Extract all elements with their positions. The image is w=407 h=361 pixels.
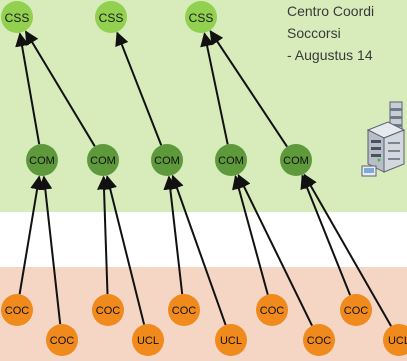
coc-node: COC — [340, 294, 372, 326]
edge-com1-to-css1 — [15, 32, 41, 145]
edge-l5-to-com3 — [163, 175, 184, 295]
edge-l10-to-com5 — [303, 173, 392, 327]
edge-com3-to-css2 — [115, 31, 163, 146]
coc-node: COC — [92, 294, 124, 326]
edge-l3-to-com2 — [97, 175, 112, 295]
com-node-circle — [215, 144, 247, 176]
css-node-label: CSS — [5, 11, 30, 25]
com-node: COM — [215, 144, 247, 176]
com-node: COM — [87, 144, 119, 176]
css-node-circle — [1, 1, 33, 33]
ucl-node-label: UCL — [220, 335, 242, 347]
css-node-label: CSS — [99, 11, 124, 25]
com-node: COM — [151, 144, 183, 176]
caption-line-2: Soccorsi — [287, 25, 341, 41]
coc-node-label: COC — [344, 305, 369, 317]
caption-line-1: Centro Coordi — [287, 3, 375, 19]
coc-node-circle — [46, 324, 78, 356]
edge-com4-to-css3 — [200, 32, 229, 145]
css-node: CSS — [1, 1, 33, 33]
com-node-circle — [151, 144, 183, 176]
com-node-label: COM — [218, 155, 244, 167]
edge-l9-to-com5 — [300, 174, 352, 296]
coc-node-circle — [168, 294, 200, 326]
coc-node-circle — [256, 294, 288, 326]
css-node-circle — [95, 1, 127, 33]
coc-node-label: COC — [260, 305, 285, 317]
com-node-label: COM — [29, 155, 55, 167]
ucl-node-circle — [132, 324, 164, 356]
ucl-node-label: UCL — [137, 335, 159, 347]
coc-node-label: COC — [96, 305, 121, 317]
coc-node: COC — [1, 294, 33, 326]
edge-l6-to-com3 — [170, 174, 227, 326]
ucl-node: UCL — [215, 324, 247, 356]
edge-com2-to-css1 — [24, 30, 96, 147]
ucl-node: UCL — [383, 324, 407, 356]
coc-node-circle — [1, 294, 33, 326]
com-node-circle — [87, 144, 119, 176]
ucl-node-circle — [215, 324, 247, 356]
com-node: COM — [280, 144, 312, 176]
coc-node: COC — [303, 324, 335, 356]
edge-l8-to-com4 — [237, 174, 313, 327]
css-node-circle — [185, 1, 217, 33]
coc-node-label: COC — [172, 305, 197, 317]
ucl-node: UCL — [132, 324, 164, 356]
com-node-circle — [280, 144, 312, 176]
ucl-node-circle — [383, 324, 407, 356]
edge-com5-to-css3 — [209, 30, 288, 148]
server-cluster-icon — [360, 100, 407, 182]
separator-band — [0, 212, 407, 267]
com-node-circle — [26, 144, 58, 176]
coc-node-circle — [340, 294, 372, 326]
com-node-label: COM — [283, 155, 309, 167]
caption-line-3: - Augustus 14 — [287, 47, 373, 63]
edge-l2-to-com1 — [38, 175, 62, 325]
com-node-label: COM — [154, 155, 180, 167]
ucl-node-label: UCL — [388, 335, 407, 347]
coc-node-label: COC — [5, 305, 30, 317]
edge-l1-to-com1 — [18, 175, 45, 295]
coc-node: COC — [46, 324, 78, 356]
coc-node-label: COC — [50, 335, 75, 347]
coordination-center-caption: Centro Coordi Soccorsi - Augustus 14 — [287, 0, 407, 66]
css-node: CSS — [95, 1, 127, 33]
coc-node-circle — [303, 324, 335, 356]
edge-l7-to-com4 — [232, 175, 269, 295]
com-node: COM — [26, 144, 58, 176]
coc-node-circle — [92, 294, 124, 326]
coc-node: COC — [168, 294, 200, 326]
coc-node: COC — [256, 294, 288, 326]
css-node: CSS — [185, 1, 217, 33]
css-node-label: CSS — [189, 11, 214, 25]
edge-l4-to-com2 — [103, 175, 146, 325]
edges-layer — [15, 30, 392, 327]
coc-node-label: COC — [307, 335, 332, 347]
com-node-label: COM — [90, 155, 116, 167]
